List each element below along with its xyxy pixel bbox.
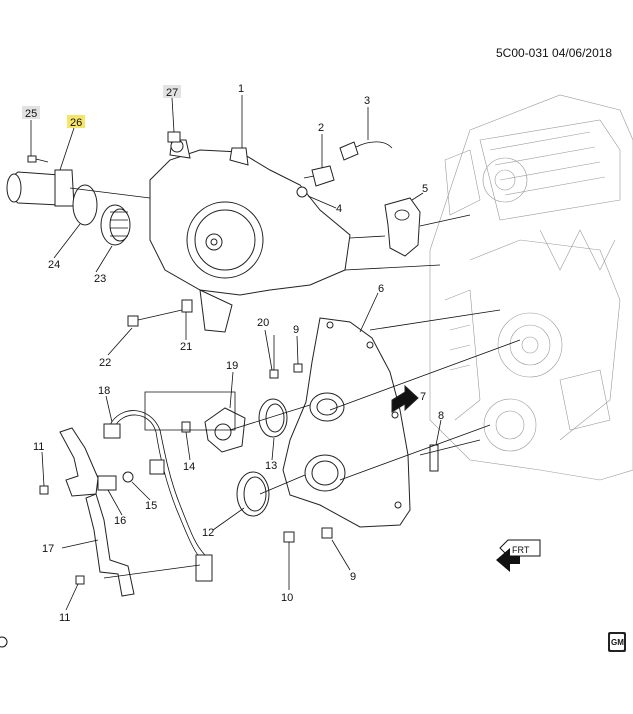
callout-25-badge <box>22 106 40 119</box>
front-direction-indicator: FRT <box>496 539 541 572</box>
callout-16: 16 <box>114 515 126 527</box>
front-label: FRT <box>512 545 530 555</box>
bolt-9-upper <box>293 363 303 373</box>
sensor-wiring-harness <box>97 410 213 582</box>
bolt-9-lower <box>321 527 333 539</box>
callout-23: 23 <box>94 273 106 285</box>
bolt-25 <box>27 155 49 163</box>
callout-6: 6 <box>378 283 384 295</box>
engine-block-illustration <box>429 94 633 481</box>
callout-27: 27 <box>166 87 178 99</box>
gm-logo: GM <box>608 632 626 652</box>
diagram-code-date: 5C00-031 04/06/2018 <box>496 46 612 60</box>
callout-17: 17 <box>42 543 54 555</box>
bolt-27 <box>167 131 181 143</box>
callout-4: 4 <box>336 203 342 215</box>
crankshaft-seal-lower <box>236 471 270 517</box>
bolt-11-lower <box>75 575 85 585</box>
callout-26: 26 <box>70 117 82 129</box>
callout-18: 18 <box>98 385 110 397</box>
callout-10: 10 <box>281 592 293 604</box>
sensor-harness <box>339 141 393 161</box>
callouts: 1 2 3 4 5 6 7 8 9 9 10 11 11 12 13 14 15… <box>22 83 444 624</box>
callout-21: 21 <box>180 341 192 353</box>
dowel-pin <box>429 444 439 472</box>
callout-20: 20 <box>257 317 269 329</box>
coolant-sensor <box>303 165 335 187</box>
bolt-10 <box>283 531 295 590</box>
callout-11-lower: 11 <box>59 612 70 624</box>
callout-25: 25 <box>25 108 37 120</box>
callout-2: 2 <box>318 122 324 134</box>
leader-lines <box>69 187 521 579</box>
callout-27-badge <box>163 85 181 98</box>
thermostat-seal <box>72 184 98 226</box>
harness-bracket <box>59 427 135 597</box>
callout-8: 8 <box>438 410 444 422</box>
callout-9-lower: 9 <box>350 571 356 583</box>
view-arrow <box>391 384 419 413</box>
callout-15: 15 <box>145 500 157 512</box>
callout-12: 12 <box>202 527 214 539</box>
callout-19: 19 <box>226 360 238 372</box>
callout-13: 13 <box>265 460 277 472</box>
callout-9-upper: 9 <box>293 324 299 336</box>
callout-5: 5 <box>422 183 428 195</box>
gm-logo-text: GM <box>611 638 624 647</box>
sensor-o-ring <box>296 186 308 198</box>
engine-front-cover <box>282 317 411 528</box>
callout-11-upper: 11 <box>33 441 44 453</box>
spacer-21 <box>181 299 193 313</box>
callout-14: 14 <box>183 461 195 473</box>
callout-3: 3 <box>364 95 370 107</box>
callout-leaders <box>30 95 442 611</box>
thermostat <box>100 204 131 246</box>
corner-marker <box>0 636 8 648</box>
thermostat-housing <box>6 169 75 207</box>
water-pump <box>149 139 351 333</box>
callout-22: 22 <box>99 357 111 369</box>
water-outlet-gasket <box>384 197 421 257</box>
bolt-14 <box>181 421 191 433</box>
callout-26-highlight <box>67 115 85 128</box>
callout-7: 7 <box>420 391 426 403</box>
crankshaft-seal-upper <box>258 398 288 438</box>
callout-24: 24 <box>48 259 60 271</box>
bolt-22 <box>127 309 183 327</box>
callout-1: 1 <box>238 83 244 95</box>
bolt-20 <box>269 335 279 379</box>
bolt-11-upper <box>39 485 49 495</box>
